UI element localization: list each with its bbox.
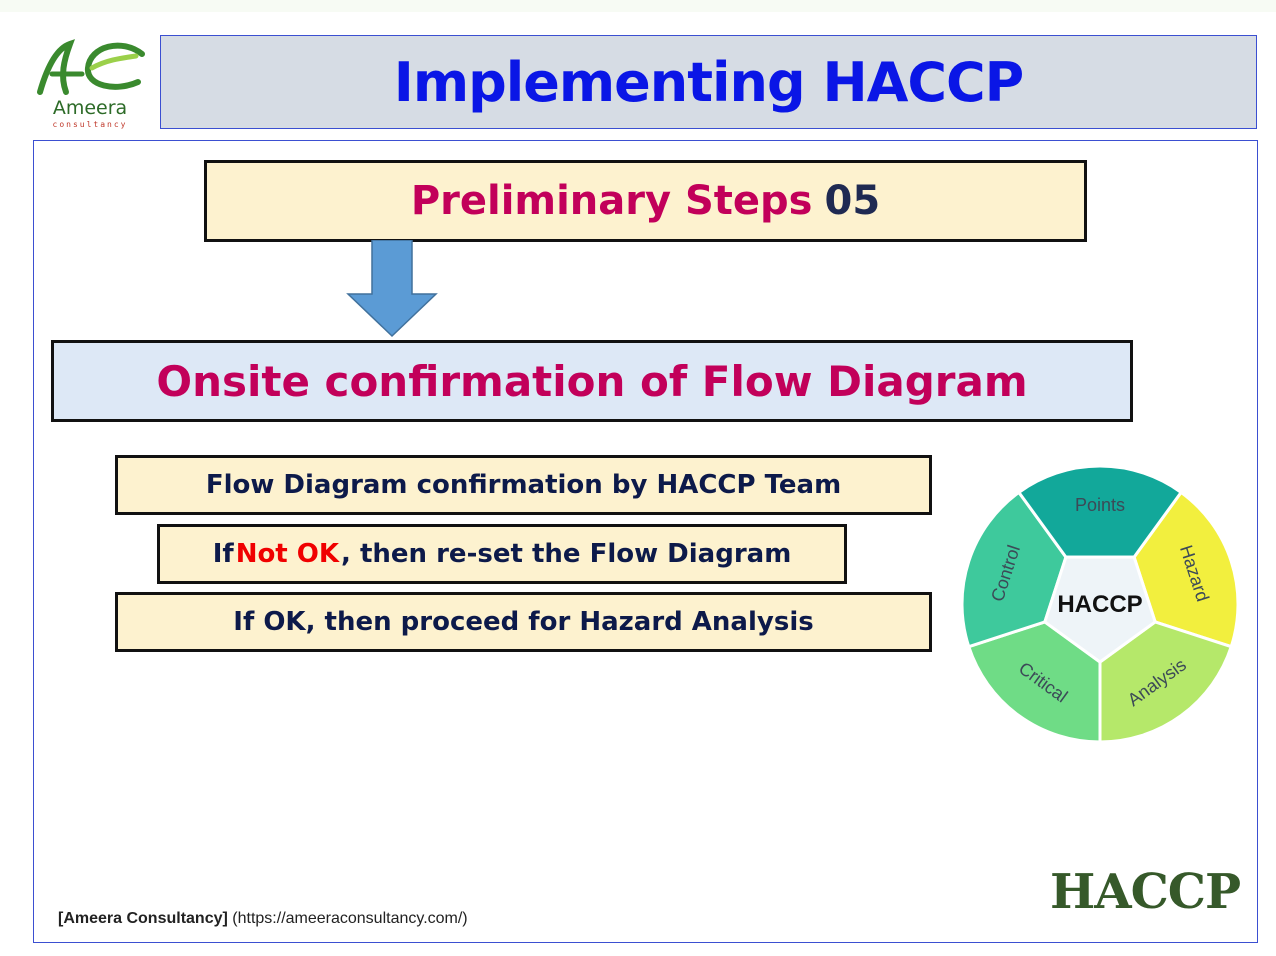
step-3-text: If OK, then proceed for Hazard Analysis: [233, 607, 814, 637]
haccp-corner-logo: HACCP: [1050, 864, 1241, 920]
wheel-segment-analysis: [1098, 620, 1234, 744]
footer-credit: [Ameera Consultancy] (https://ameeracons…: [58, 910, 468, 928]
step-2-prefix: If: [212, 539, 234, 569]
wheel-segment-control: [960, 490, 1068, 649]
footer-url: (https://ameeraconsultancy.com/): [232, 910, 468, 927]
step-2-highlight: Not OK: [235, 539, 340, 569]
top-strip: [0, 0, 1276, 12]
title-bar: Implementing HACCP: [160, 35, 1257, 129]
step-box-3: If OK, then proceed for Hazard Analysis: [115, 592, 932, 652]
wheel-segment-points: [1016, 464, 1184, 559]
step-box-1: Flow Diagram confirmation by HACCP Team: [115, 455, 932, 515]
logo-name: Ameera: [53, 97, 127, 119]
step-1-text: Flow Diagram confirmation by HACCP Team: [205, 470, 842, 500]
preliminary-number: 05: [824, 178, 881, 224]
wheel-center: [1043, 555, 1157, 664]
ameera-logo: Ameera consultancy: [30, 34, 150, 130]
preliminary-label: Preliminary Steps: [410, 178, 813, 224]
wheel-center-label: HACCP: [1057, 591, 1142, 618]
wheel-segment-critical: [966, 620, 1102, 744]
footer-org: [Ameera Consultancy]: [58, 910, 228, 927]
preliminary-steps-box: Preliminary Steps 05: [204, 160, 1087, 242]
wheel-segment-hazard: [1132, 490, 1240, 649]
wheel-label-points: Points: [1075, 495, 1125, 515]
page-title: Implementing HACCP: [393, 50, 1025, 114]
step-box-2: If Not OK , then re-set the Flow Diagram: [157, 524, 847, 584]
section-heading: Onsite confirmation of Flow Diagram: [51, 340, 1133, 422]
down-arrow-icon: [346, 239, 438, 338]
step-2-suffix: , then re-set the Flow Diagram: [341, 539, 792, 569]
logo-tagline: consultancy: [53, 120, 128, 129]
